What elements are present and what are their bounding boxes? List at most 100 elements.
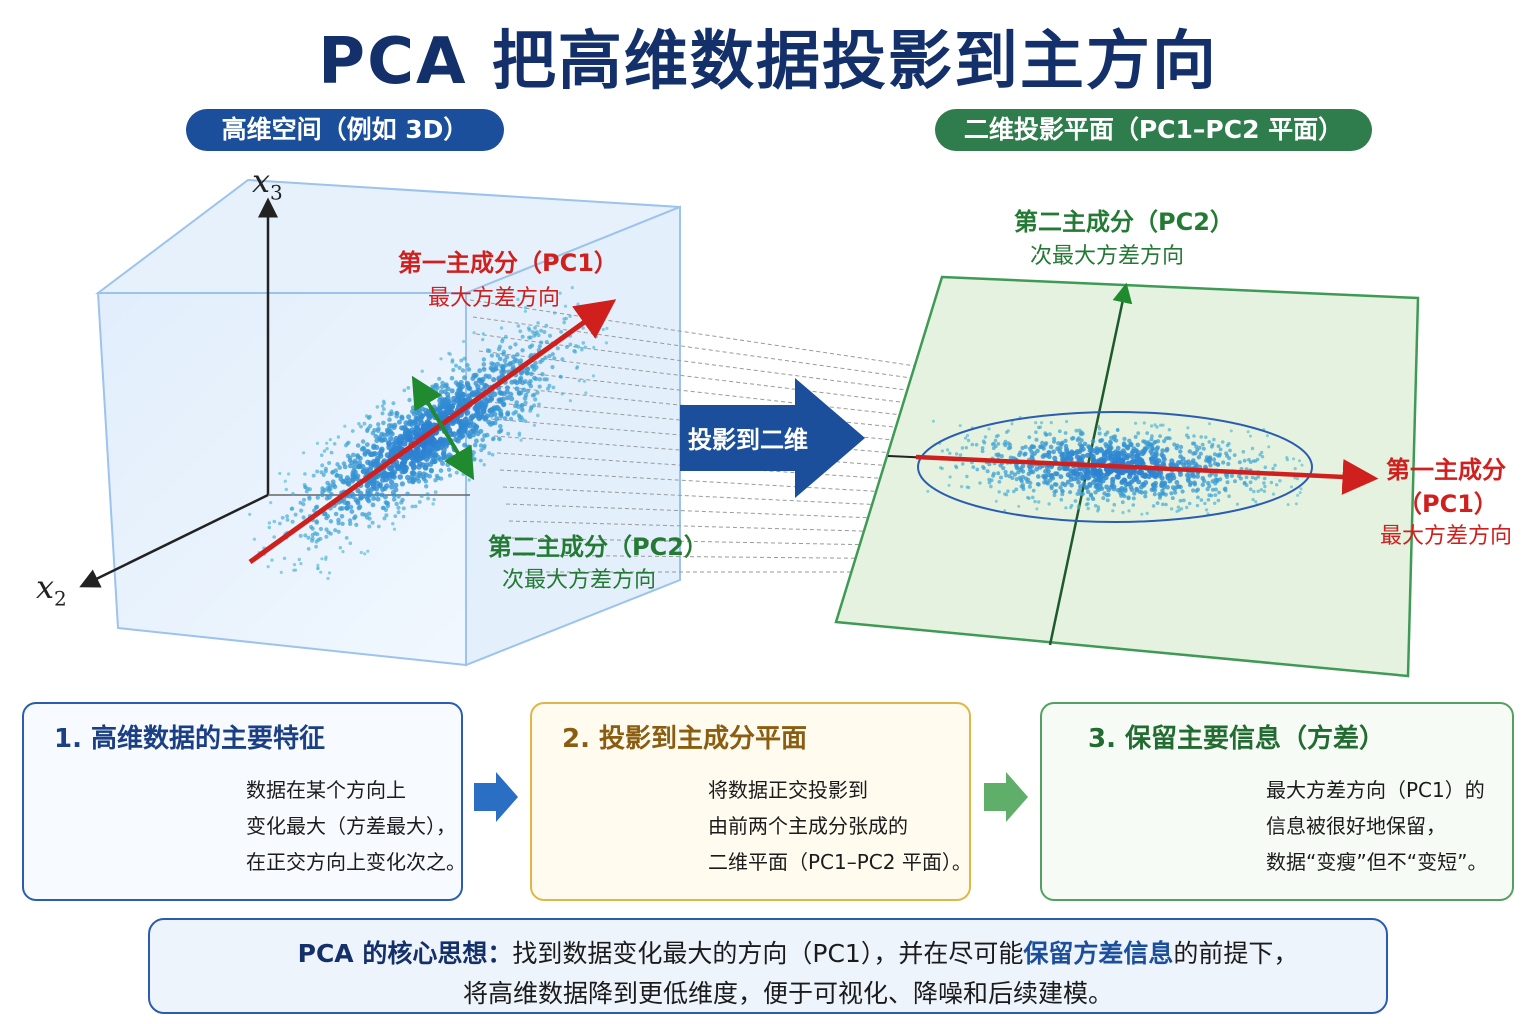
- data-point: [504, 389, 510, 395]
- data-point: [419, 452, 425, 459]
- data-point: [1044, 464, 1050, 470]
- data-point: [1142, 472, 1149, 479]
- data-point: [278, 521, 282, 526]
- data-point: [375, 428, 381, 434]
- data-point: [1178, 484, 1183, 490]
- data-point: [341, 550, 345, 554]
- data-point: [379, 446, 385, 453]
- data-point: [1205, 508, 1209, 512]
- data-point: [577, 379, 581, 383]
- data-point: [287, 472, 291, 476]
- data-point: [401, 514, 406, 519]
- data-point: [1237, 474, 1241, 479]
- data-point: [396, 440, 403, 447]
- data-point: [1047, 502, 1051, 506]
- data-point: [470, 453, 475, 458]
- data-point: [1025, 479, 1030, 484]
- data-point: [354, 473, 361, 479]
- data-point: [1029, 445, 1035, 450]
- data-point: [1145, 511, 1149, 515]
- data-point: [1179, 444, 1184, 450]
- data-point: [449, 375, 455, 381]
- data-point: [1255, 457, 1260, 462]
- data-point: [534, 330, 539, 335]
- data-point: [425, 492, 430, 497]
- data-point: [544, 323, 549, 328]
- data-point: [580, 347, 584, 352]
- data-point: [272, 519, 277, 524]
- data-point: [999, 475, 1003, 480]
- data-point: [1061, 465, 1068, 472]
- data-point: [344, 536, 349, 540]
- data-point: [1017, 504, 1021, 508]
- data-point: [324, 495, 330, 501]
- data-point: [552, 311, 557, 315]
- data-point: [1099, 438, 1105, 443]
- data-point: [1273, 463, 1277, 467]
- data-point: [1152, 492, 1157, 497]
- data-point: [324, 534, 329, 539]
- data-point: [1133, 434, 1138, 439]
- data-point: [392, 446, 399, 453]
- data-point: [500, 339, 505, 344]
- data-point: [1294, 502, 1298, 506]
- data-point: [1072, 470, 1078, 476]
- data-point: [1131, 503, 1136, 507]
- pc1-sublabel-3d: 最大方差方向: [428, 286, 561, 311]
- data-point: [430, 458, 436, 464]
- data-point: [1049, 486, 1054, 491]
- data-point: [581, 341, 586, 345]
- data-point: [537, 384, 542, 389]
- data-point: [313, 531, 318, 536]
- data-point: [548, 333, 552, 338]
- data-point: [1218, 447, 1223, 452]
- data-point: [1043, 473, 1049, 479]
- data-point: [1013, 463, 1019, 468]
- data-point: [519, 403, 525, 408]
- step-card-2-text: 将数据正交投影到由前两个主成分张成的二维平面（PC1–PC2 平面）。: [708, 778, 972, 874]
- data-point: [523, 400, 528, 405]
- data-point: [570, 286, 574, 290]
- data-point: [528, 335, 533, 340]
- data-point: [1167, 478, 1173, 484]
- data-point: [330, 469, 335, 475]
- data-point: [1196, 495, 1200, 500]
- pc1-label-3d: 第一主成分（PC1）: [398, 249, 618, 277]
- data-point: [437, 444, 444, 450]
- data-point: [975, 467, 980, 472]
- data-point: [1249, 434, 1252, 438]
- data-point: [1038, 444, 1044, 449]
- data-point: [1064, 454, 1070, 460]
- data-point: [1003, 509, 1007, 513]
- data-point: [1069, 482, 1074, 488]
- data-point: [940, 466, 944, 471]
- data-point: [478, 443, 484, 448]
- data-point: [522, 396, 528, 401]
- data-point: [475, 431, 481, 437]
- data-point: [1176, 505, 1181, 509]
- data-point: [1275, 483, 1279, 487]
- data-point: [1151, 504, 1156, 508]
- data-point: [1087, 448, 1093, 454]
- data-point: [435, 454, 442, 461]
- data-point: [1052, 439, 1057, 444]
- data-point: [1205, 487, 1210, 492]
- data-point: [326, 530, 331, 535]
- data-point: [1045, 481, 1051, 486]
- data-point: [536, 321, 540, 325]
- data-point: [1197, 445, 1202, 450]
- data-point: [505, 410, 511, 416]
- data-point: [1172, 487, 1177, 492]
- data-point: [399, 481, 405, 487]
- data-point: [1225, 480, 1230, 485]
- data-point: [514, 400, 519, 405]
- data-point: [1159, 475, 1165, 481]
- data-point: [1233, 479, 1237, 484]
- data-point: [350, 476, 356, 482]
- data-point: [438, 476, 444, 481]
- data-point: [348, 521, 353, 526]
- data-point: [1010, 422, 1014, 426]
- data-point: [582, 379, 587, 383]
- data-point: [1037, 500, 1041, 504]
- data-point: [488, 396, 494, 403]
